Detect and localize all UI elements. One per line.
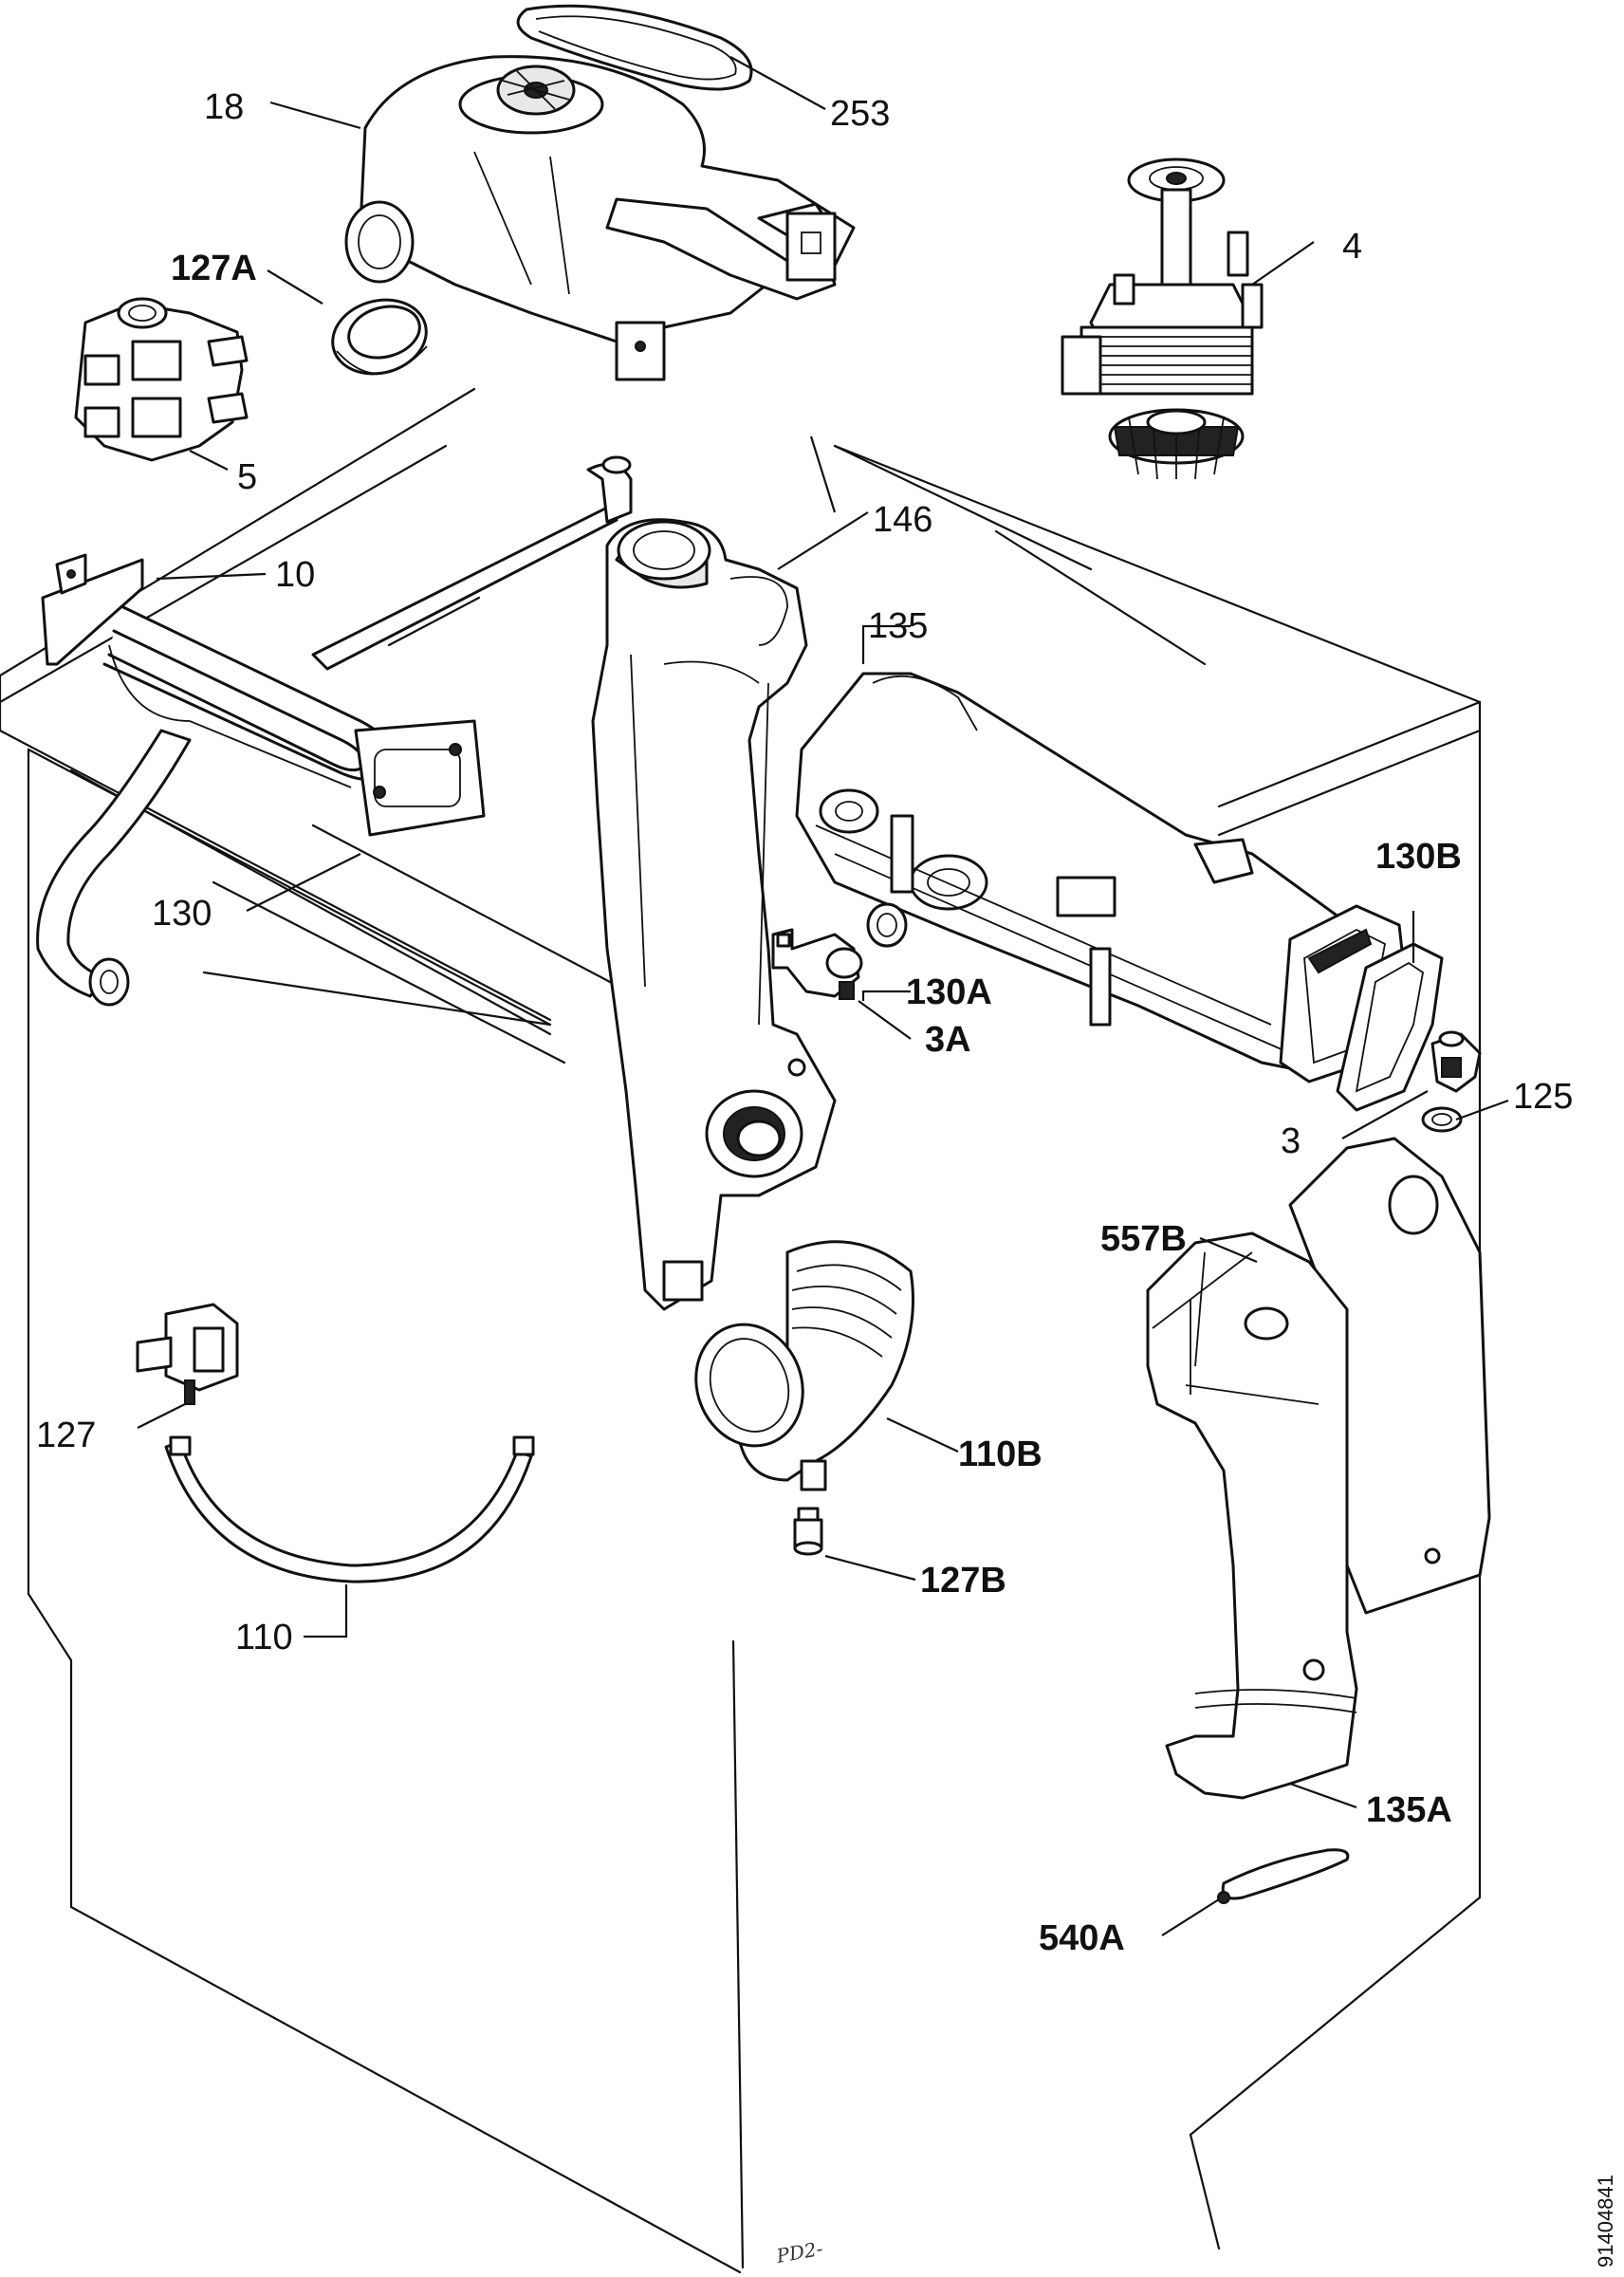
plug-127B <box>793 1507 823 1556</box>
seal-540A <box>1217 1848 1350 1904</box>
label-110: 110 <box>235 1618 293 1657</box>
washer-130A <box>866 902 908 948</box>
elbow-hose-110B <box>694 1240 914 1491</box>
heating-element-10 <box>36 455 633 1007</box>
motor-4 <box>1061 157 1264 480</box>
label-110B: 110B <box>958 1435 1043 1474</box>
label-127: 127 <box>36 1416 96 1455</box>
label-130: 130 <box>152 894 212 934</box>
gasket-130B <box>1336 942 1444 1112</box>
switch-127 <box>136 1303 239 1405</box>
callout-labels: 18 253 127A 4 5 146 10 135 130B 130 130A… <box>36 87 1573 1958</box>
condenser-135 <box>795 672 1406 1083</box>
label-146: 146 <box>873 500 932 540</box>
label-4: 4 <box>1342 227 1362 267</box>
label-3A: 3A <box>925 1020 971 1060</box>
label-135A: 135A <box>1366 1790 1452 1830</box>
condenser-duct-146 <box>591 518 837 1311</box>
document-number: 91404841 <box>1594 2175 1617 2268</box>
label-130A: 130A <box>906 972 992 1012</box>
label-5: 5 <box>237 457 257 497</box>
valve-5 <box>74 297 249 462</box>
label-3: 3 <box>1281 1121 1301 1161</box>
label-18: 18 <box>204 87 244 127</box>
sensor-3A <box>771 928 863 1000</box>
fan-housing-18 <box>344 55 856 381</box>
duct-557B <box>1146 1137 1491 1800</box>
label-125: 125 <box>1513 1077 1573 1117</box>
leader-lines <box>137 56 1509 1936</box>
label-10: 10 <box>275 555 315 595</box>
label-253: 253 <box>830 94 890 134</box>
label-557B: 557B <box>1100 1219 1187 1259</box>
thermostat-3 <box>1430 1030 1482 1093</box>
label-127A: 127A <box>171 249 257 288</box>
signature-mark: PD2- <box>774 2237 825 2268</box>
hose-110 <box>164 1435 535 1583</box>
label-130B: 130B <box>1375 837 1462 877</box>
label-127B: 127B <box>920 1561 1006 1601</box>
washer-125 <box>1421 1106 1463 1133</box>
label-135: 135 <box>868 606 928 646</box>
label-540A: 540A <box>1039 1918 1125 1958</box>
belt-253 <box>516 4 753 91</box>
ring-127A <box>331 298 428 376</box>
